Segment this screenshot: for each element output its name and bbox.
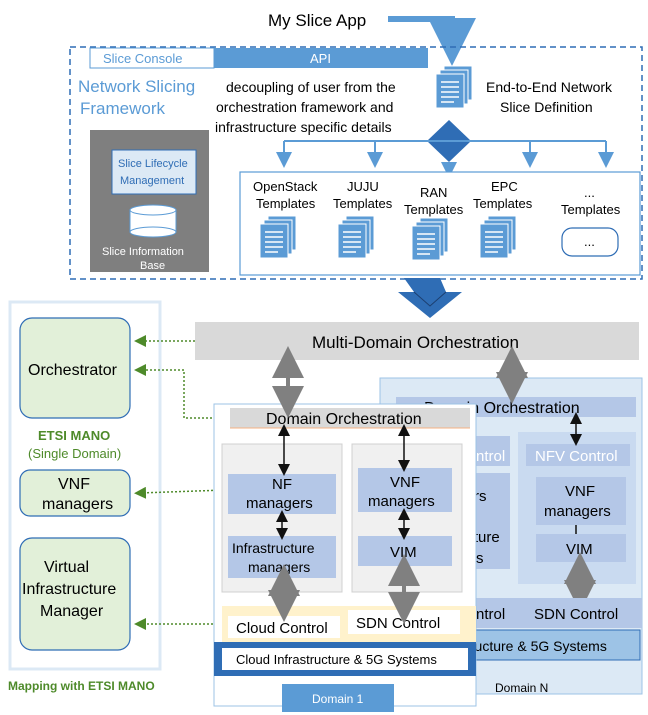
orchestrator-label: Orchestrator xyxy=(28,362,118,379)
etsi-mano-frame xyxy=(8,300,162,671)
slice-lifecycle-box xyxy=(111,149,197,195)
domain-1-cloud-control-box xyxy=(228,616,340,638)
template-other-ellipsis: ... xyxy=(584,234,595,249)
framework-title-line1: Network Slicing xyxy=(78,77,195,96)
my-slice-app-label: My Slice App xyxy=(268,11,366,30)
mapping-arrow-vnf xyxy=(134,486,226,499)
slice-lifecycle-line1: Slice Lifecycle xyxy=(118,158,188,170)
domain-n-control-fragment: ntrol xyxy=(476,448,505,465)
etsi-mano-subtitle: (Single Domain) xyxy=(28,446,121,461)
domain-n-sdn-control-label: SDN Control xyxy=(534,606,618,623)
domain-n-vnf-managers-box xyxy=(536,477,626,525)
template-other-box xyxy=(561,227,619,257)
domain-n-vnf-managers-line1: VNF xyxy=(565,483,595,500)
multi-domain-orchestration-label: Multi-Domain Orchestration xyxy=(312,333,519,352)
template-ran-line2: Templates xyxy=(404,202,464,217)
etsi-mano-title: ETSI MANO xyxy=(38,428,110,443)
api-bar[interactable] xyxy=(214,48,428,68)
template-openstack-line2: Templates xyxy=(256,196,316,211)
decoupling-line2: orchestration framework and xyxy=(216,99,393,115)
epc-templates-icon xyxy=(479,215,517,259)
orchestrator-box xyxy=(19,317,131,419)
framework-to-orchestration-arrow xyxy=(398,278,462,318)
framework-frame xyxy=(69,46,643,280)
etsi-vnf-managers-box xyxy=(19,469,131,517)
mapping-arrow-domain-orch xyxy=(134,364,228,419)
domain-n-s-fragment: s xyxy=(476,550,484,567)
domain-1-infrastructure-label: Cloud Infrastructure & 5G Systems xyxy=(236,652,437,667)
domain-n-nfv-control-bar xyxy=(526,444,630,466)
domain-1-vim-label: VIM xyxy=(390,544,417,561)
template-other-line2: Templates xyxy=(561,202,621,217)
domain-1-vnf-managers-line2: managers xyxy=(368,493,435,510)
openstack-templates-icon xyxy=(259,215,297,259)
template-openstack-line1: OpenStack xyxy=(253,179,318,194)
api-label: API xyxy=(310,51,331,66)
domain-1-sdn-control-label: SDN Control xyxy=(356,615,440,632)
domain-n-rs-fragment: rs xyxy=(474,488,487,505)
etsi-vnf-managers-line1: VNF xyxy=(58,476,90,493)
domain-n-label: Domain N xyxy=(495,681,548,695)
domain-1-nf-managers-line1: NF xyxy=(272,476,292,493)
etsi-vim-line1: Virtual xyxy=(44,559,89,576)
decoupling-line3: infrastructure specific details xyxy=(215,119,392,135)
decoupling-line1: decoupling of user from the xyxy=(226,79,396,95)
slice-info-base-line1: Slice Information xyxy=(102,246,184,258)
domain-n-nfv-control-label: NFV Control xyxy=(535,448,618,465)
domain-1-label: Domain 1 xyxy=(312,692,364,706)
e2e-definition-doc-icon xyxy=(435,65,473,109)
slice-lifecycle-line2: Management xyxy=(120,175,184,187)
e2e-definition-line1: End-to-End Network xyxy=(486,79,613,95)
juju-templates-icon xyxy=(337,215,375,259)
app-to-api-arrow xyxy=(388,16,476,66)
template-juju-line2: Templates xyxy=(333,196,393,211)
domain-n-control2-fragment: ntrol xyxy=(476,606,505,623)
mapping-caption: Mapping with ETSI MANO xyxy=(8,679,155,693)
multi-domain-orchestration-bar xyxy=(195,322,639,360)
etsi-vim-line2: Infrastructure xyxy=(22,581,116,598)
etsi-vim-line3: Manager xyxy=(40,603,104,620)
domain-n-infrastructure-bar xyxy=(459,629,641,661)
database-icon xyxy=(129,204,177,238)
etsi-vim-box xyxy=(19,537,131,651)
domain-1-nf-managers-box xyxy=(228,474,336,514)
domain-1-nf-managers-line2: managers xyxy=(246,495,313,512)
slice-info-base-line2: Base xyxy=(140,260,165,272)
domain-1-label-tab xyxy=(282,684,394,712)
domain-1-infra-managers-line2: managers xyxy=(248,559,310,575)
template-juju-line1: JUJU xyxy=(347,179,379,194)
domain-1-vnf-managers-line1: VNF xyxy=(390,474,420,491)
domain-1-orchestration-label: Domain Orchestration xyxy=(266,411,422,428)
template-epc-line1: EPC xyxy=(491,179,518,194)
template-ran-line1: RAN xyxy=(420,185,447,200)
domain-1-vnf-panel xyxy=(351,443,463,593)
e2e-definition-line2: Slice Definition xyxy=(500,99,593,115)
domain-n-infrastructure-label: tructure & 5G Systems xyxy=(466,638,607,654)
framework-title-line2: Framework xyxy=(80,99,166,118)
domain-1-infra-managers-line1: Infrastructure xyxy=(232,540,315,556)
domain-1-cloud-control-label: Cloud Control xyxy=(236,620,328,637)
template-epc-line2: Templates xyxy=(473,196,533,211)
domain-1-vnf-managers-box xyxy=(358,468,452,512)
domain-n-vnf-managers-line2: managers xyxy=(544,503,611,520)
etsi-vnf-managers-line2: managers xyxy=(42,496,113,513)
template-other-line1: ... xyxy=(584,185,595,200)
ran-templates-icon xyxy=(411,217,449,261)
domain-n-vim-label: VIM xyxy=(566,541,593,558)
slice-console-label: Slice Console xyxy=(103,51,183,66)
